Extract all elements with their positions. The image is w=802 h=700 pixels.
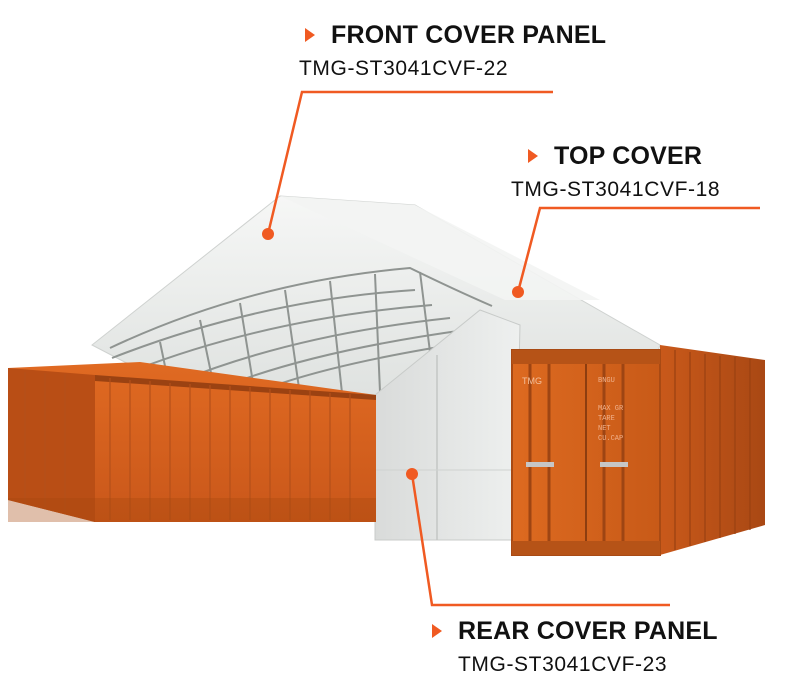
- svg-text:BNGU: BNGU: [598, 377, 615, 385]
- top-cover: [280, 196, 600, 300]
- svg-text:MAX GR: MAX GR: [598, 405, 624, 413]
- top-cover-code: TMG-ST3041CVF-18: [511, 178, 721, 201]
- callout-dots: [262, 228, 524, 480]
- svg-text:TARE: TARE: [598, 415, 615, 423]
- front-cover-title: FRONT COVER PANEL: [331, 21, 607, 49]
- callout-lines: [266, 90, 760, 607]
- svg-text:CU.CAP: CU.CAP: [598, 435, 623, 443]
- play-arrow-icon: [305, 28, 315, 42]
- front-cover-label: FRONT COVER PANEL TMG-ST3041CVF-22: [299, 20, 607, 82]
- rear-cover-label: REAR COVER PANEL TMG-ST3041CVF-23: [432, 616, 718, 678]
- svg-text:NET: NET: [598, 425, 611, 433]
- top-cover-label: TOP COVER TMG-ST3041CVF-18: [511, 141, 720, 203]
- svg-text:TMG: TMG: [522, 376, 542, 386]
- right-container: TMG BNGU MAX GR TARE NET CU.CAP: [511, 345, 765, 556]
- rear-cover-code: TMG-ST3041CVF-23: [458, 653, 668, 676]
- front-cover-code: TMG-ST3041CVF-22: [299, 57, 509, 80]
- top-cover-title: TOP COVER: [554, 142, 703, 170]
- play-arrow-icon: [528, 149, 538, 163]
- play-arrow-icon: [432, 624, 442, 638]
- left-container: [8, 362, 376, 522]
- rear-cover-title: REAR COVER PANEL: [458, 617, 718, 645]
